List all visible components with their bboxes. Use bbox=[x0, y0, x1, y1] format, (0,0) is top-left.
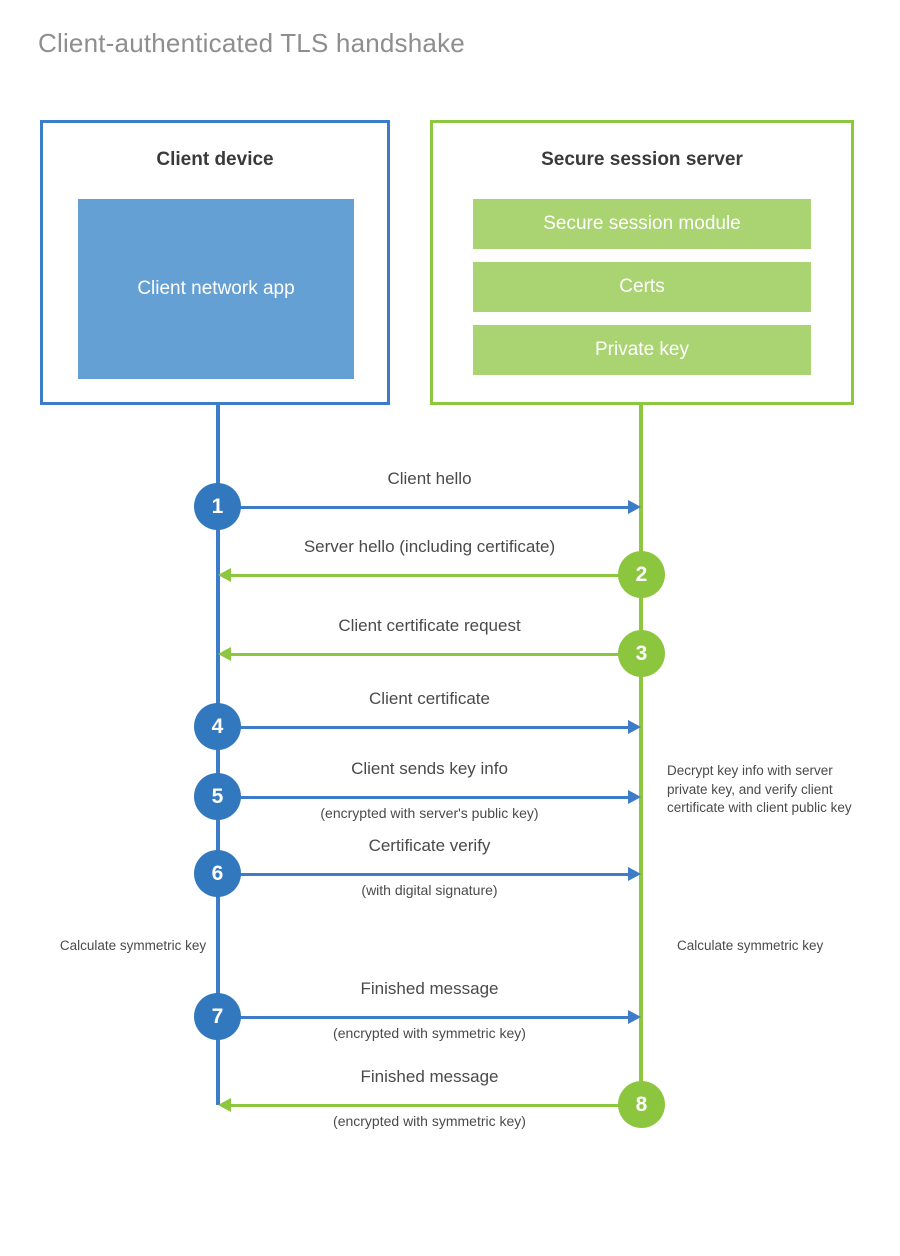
secure-session-server-title: Secure session server bbox=[541, 149, 743, 170]
message-label: Client certificate bbox=[369, 689, 490, 708]
message-arrowhead-icon bbox=[628, 790, 641, 804]
message-arrowhead-icon bbox=[218, 1098, 231, 1112]
page-title: Client-authenticated TLS handshake bbox=[38, 28, 465, 58]
message-arrowhead-icon bbox=[218, 647, 231, 661]
message-line bbox=[218, 1016, 630, 1019]
message-label: Client certificate request bbox=[338, 616, 521, 635]
server-block-private-key: Private key bbox=[473, 325, 811, 375]
step-circle-7[interactable]: 7 bbox=[194, 993, 241, 1040]
message-label: Client sends key info bbox=[351, 759, 508, 778]
message-line bbox=[218, 796, 630, 799]
client-network-app-block: Client network app bbox=[78, 199, 354, 379]
message-sublabel: (encrypted with symmetric key) bbox=[333, 1025, 526, 1041]
message-label: Finished message bbox=[360, 1067, 499, 1086]
message-label: Finished message bbox=[360, 979, 499, 998]
message-label: Server hello (including certificate) bbox=[303, 537, 556, 556]
note-decrypt-key-info: Decrypt key info with server private key… bbox=[667, 763, 852, 816]
server-block-certs: Certs bbox=[473, 262, 811, 312]
step-circle-3[interactable]: 3 bbox=[618, 630, 665, 677]
message-arrowhead-icon bbox=[628, 1010, 641, 1024]
secure-session-server-box: Secure session server Secure session mod… bbox=[430, 120, 854, 405]
message-line bbox=[229, 653, 641, 656]
note-calculate-symmetric-key-client: Calculate symmetric key bbox=[59, 938, 207, 953]
client-device-box: Client device Client network app bbox=[40, 120, 390, 405]
client-device-title: Client device bbox=[156, 149, 274, 170]
message-line bbox=[218, 726, 630, 729]
server-lifeline bbox=[639, 405, 643, 1105]
message-sublabel: (encrypted with symmetric key) bbox=[333, 1113, 526, 1129]
message-line bbox=[218, 506, 630, 509]
step-circle-5[interactable]: 5 bbox=[194, 773, 241, 820]
step-circle-1[interactable]: 1 bbox=[194, 483, 241, 530]
step-circle-6[interactable]: 6 bbox=[194, 850, 241, 897]
step-circle-2[interactable]: 2 bbox=[618, 551, 665, 598]
client-lifeline bbox=[216, 405, 220, 1105]
server-block-secure-session-module: Secure session module bbox=[473, 199, 811, 249]
message-label: Certificate verify bbox=[368, 836, 491, 855]
step-circle-8[interactable]: 8 bbox=[618, 1081, 665, 1128]
message-line bbox=[218, 873, 630, 876]
message-line bbox=[229, 1104, 641, 1107]
step-circle-4[interactable]: 4 bbox=[194, 703, 241, 750]
note-calculate-symmetric-key-server: Calculate symmetric key bbox=[677, 938, 824, 953]
message-label: Client hello bbox=[387, 469, 472, 488]
message-sublabel: (with digital signature) bbox=[361, 882, 498, 898]
message-arrowhead-icon bbox=[218, 568, 231, 582]
message-arrowhead-icon bbox=[628, 720, 641, 734]
message-sublabel: (encrypted with server's public key) bbox=[320, 805, 539, 821]
message-arrowhead-icon bbox=[628, 500, 641, 514]
message-line bbox=[229, 574, 641, 577]
message-arrowhead-icon bbox=[628, 867, 641, 881]
